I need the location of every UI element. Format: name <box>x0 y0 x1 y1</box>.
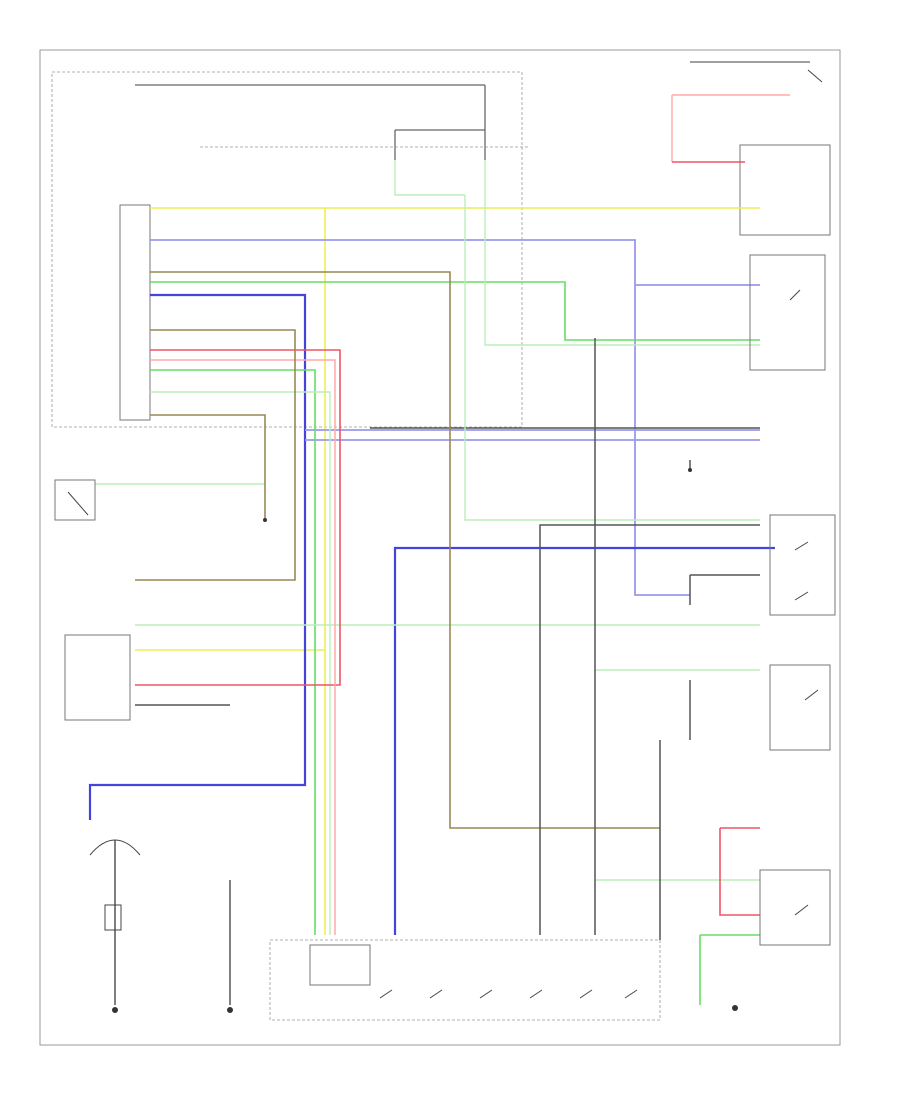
left-switch-lever <box>67 491 89 516</box>
right-ground-point <box>732 1005 738 1011</box>
bottom-switch-1 <box>379 989 393 999</box>
control-unit-connector <box>119 204 151 421</box>
left-sensor-arc <box>89 839 141 856</box>
left-module-box <box>64 634 131 721</box>
green-wire-8 <box>150 391 331 935</box>
bottom-subbox-left <box>309 944 371 986</box>
blue-wire-lower <box>393 546 775 935</box>
bottom-switch-4 <box>529 989 543 999</box>
connector-pin-2 <box>688 468 692 472</box>
right-module-4 <box>759 869 831 946</box>
bottom-switch-2 <box>429 989 443 999</box>
green-wire-1 <box>150 281 760 341</box>
control-unit-box <box>51 71 523 428</box>
right-module-2-switch-2 <box>794 591 809 601</box>
right-module-1-switch <box>789 289 801 301</box>
green-wire-5 <box>464 195 760 521</box>
blue-wire-main <box>88 293 307 820</box>
green-wire-3 <box>394 160 465 196</box>
bottom-switch-6 <box>624 989 638 999</box>
top-right-module-box <box>739 144 831 236</box>
green-wire-2 <box>150 369 316 935</box>
top-right-switch <box>807 69 823 83</box>
bottom-switch-5 <box>579 989 593 999</box>
center-ground-point <box>227 1007 233 1013</box>
right-module-4-switch <box>794 904 809 916</box>
left-resistor <box>104 904 122 931</box>
green-wire-4 <box>484 160 760 346</box>
tan-wire-1 <box>150 271 660 829</box>
right-module-1 <box>749 254 826 371</box>
left-switch-box <box>54 479 96 521</box>
connector-pin-1 <box>263 518 267 522</box>
right-module-2-switch-1 <box>794 541 809 551</box>
bottom-switch-3 <box>479 989 493 999</box>
red-wire-1 <box>135 349 341 686</box>
right-module-3 <box>769 664 831 751</box>
left-ground-point <box>112 1007 118 1013</box>
tan-wire-3 <box>150 414 266 520</box>
gray-wire-1 <box>539 524 760 935</box>
light-blue-wire-top <box>150 239 690 596</box>
pink-wire-1 <box>150 359 336 935</box>
right-module-2 <box>769 514 836 616</box>
tan-wire-2 <box>135 329 296 581</box>
red-wire-right <box>719 827 760 916</box>
right-module-3-switch <box>804 689 819 701</box>
bottom-switch-assembly <box>269 939 661 1021</box>
